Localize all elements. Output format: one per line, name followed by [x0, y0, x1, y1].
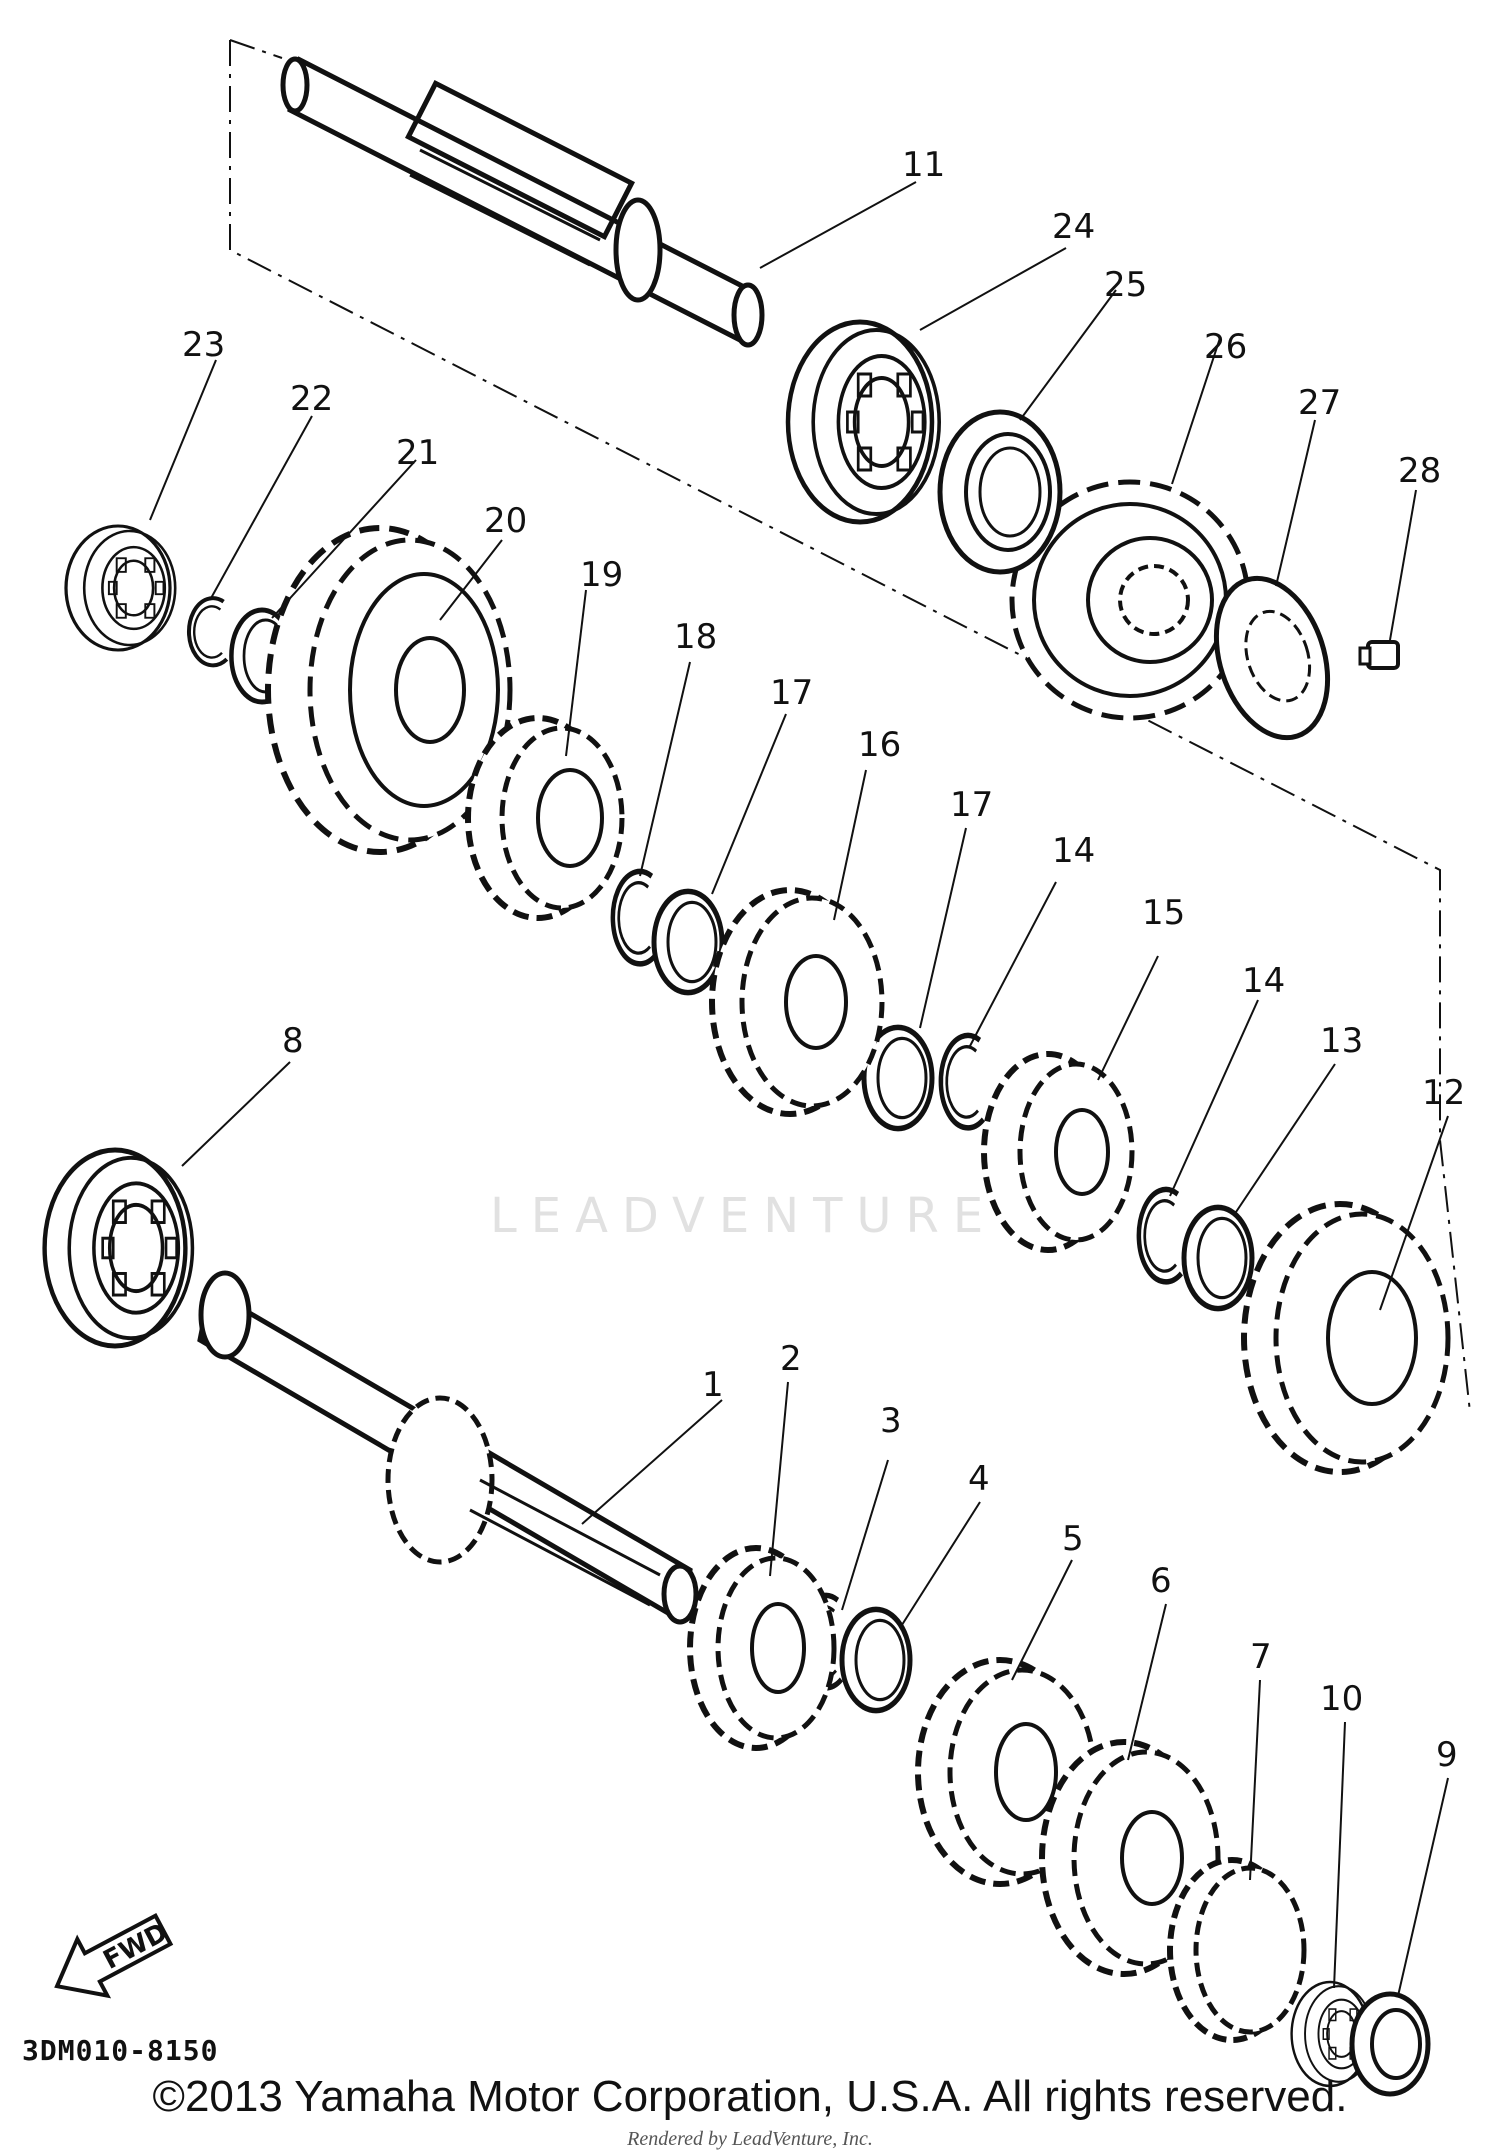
- bolt: [1358, 640, 1400, 670]
- callout-28: 28: [1398, 451, 1441, 491]
- copyright-notice: ©2013 Yamaha Motor Corporation, U.S.A. A…: [152, 2072, 1348, 2121]
- gear-12: [1241, 1201, 1451, 1475]
- callout-18: 18: [674, 617, 717, 657]
- assembly-frame-line: [229, 39, 283, 59]
- gear-19: [465, 715, 625, 921]
- callout-14b: 14: [1242, 961, 1285, 1001]
- oil-seal-9: [1349, 1991, 1431, 2097]
- circlip-14: [941, 1035, 984, 1127]
- gear-2: [687, 1545, 837, 1751]
- circlip-22: [189, 598, 227, 665]
- bearing-23: [64, 524, 177, 652]
- forward-direction-arrow: FWD: [54, 1912, 174, 1999]
- callout-10: 10: [1320, 1679, 1363, 1719]
- callout-20: 20: [484, 501, 527, 541]
- callout-numbers: 1 2 3 4 5 6 7 8 9 10 11 12 13 14 14 15 1…: [182, 145, 1465, 1775]
- bearing-8: [45, 1150, 193, 1346]
- callout-7: 7: [1250, 1637, 1272, 1677]
- callout-8: 8: [282, 1021, 304, 1061]
- callout-17: 17: [770, 673, 813, 713]
- callout-26: 26: [1204, 327, 1247, 367]
- bearing-24: [788, 322, 939, 522]
- callout-2: 2: [780, 1339, 802, 1379]
- callout-1: 1: [702, 1365, 724, 1405]
- callout-22: 22: [290, 379, 333, 419]
- callout-24: 24: [1052, 207, 1095, 247]
- gear-15: [981, 1051, 1135, 1253]
- gear-16: [709, 887, 885, 1117]
- circlip-18: [613, 871, 656, 963]
- assembly-frame-line: [229, 40, 1471, 1413]
- callout-6: 6: [1150, 1561, 1172, 1601]
- rendered-by-notice: Rendered by LeadVenture, Inc.: [627, 2128, 873, 2150]
- leader-lines: [149, 181, 1449, 1997]
- callout-12: 12: [1422, 1073, 1465, 1113]
- callout-14: 14: [1052, 831, 1095, 871]
- gear-20: [265, 525, 513, 855]
- callout-19: 19: [580, 555, 623, 595]
- callout-3: 3: [880, 1401, 902, 1441]
- main-axle-shaft: [197, 1270, 699, 1625]
- watermark: LEADVENTURE: [490, 1188, 998, 1244]
- oil-seal-25: [937, 409, 1063, 575]
- lock-washer: [1213, 575, 1331, 741]
- callout-16: 16: [858, 725, 901, 765]
- callout-15: 15: [1142, 893, 1185, 933]
- drive-axle-shaft: [280, 56, 765, 348]
- callout-11: 11: [902, 145, 945, 185]
- callout-27: 27: [1298, 383, 1341, 423]
- callout-5: 5: [1062, 1519, 1084, 1559]
- callout-17b: 17: [950, 785, 993, 825]
- callout-21: 21: [396, 433, 439, 473]
- callout-25: 25: [1104, 265, 1147, 305]
- callout-13: 13: [1320, 1021, 1363, 1061]
- circlip-14: [1139, 1189, 1182, 1281]
- gear-7: [1167, 1857, 1307, 2043]
- callout-4: 4: [968, 1459, 990, 1499]
- callout-9: 9: [1436, 1735, 1458, 1775]
- diagram-code: 3DM010-8150: [22, 2034, 219, 2067]
- washer-13: [1184, 1207, 1252, 1308]
- washer-4: [842, 1609, 910, 1710]
- callout-23: 23: [182, 325, 225, 365]
